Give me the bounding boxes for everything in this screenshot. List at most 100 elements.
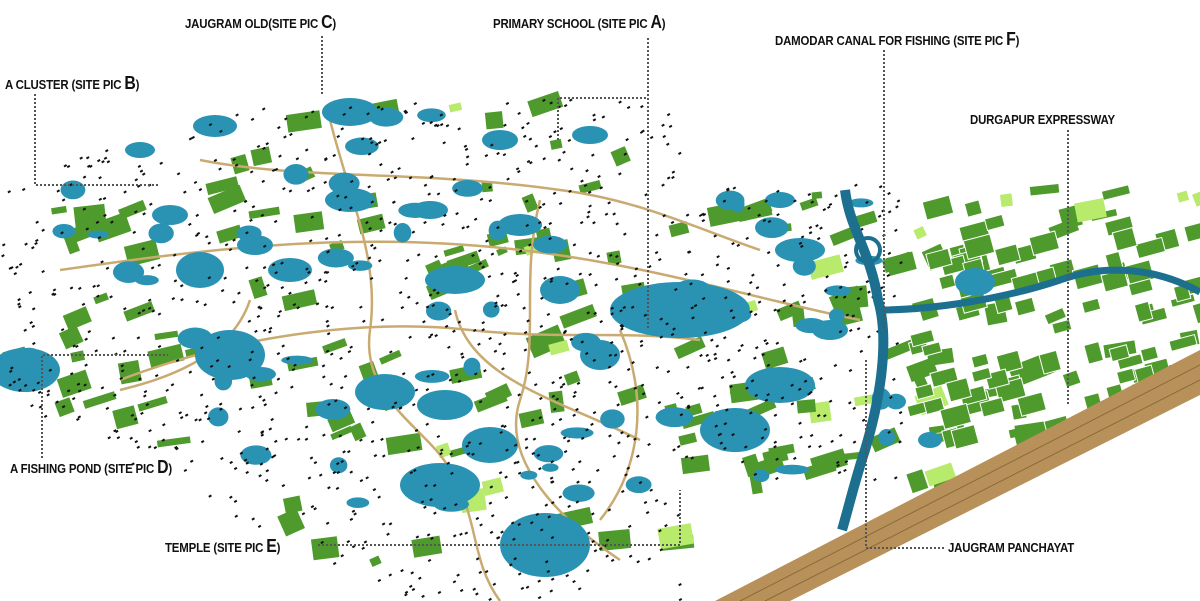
building	[527, 371, 532, 375]
building	[119, 376, 124, 381]
pond	[214, 372, 233, 391]
building	[525, 585, 530, 589]
building	[340, 459, 344, 464]
pond	[355, 374, 415, 410]
pond	[918, 432, 942, 448]
building	[296, 437, 301, 441]
building	[137, 164, 142, 169]
building	[52, 292, 57, 297]
building	[84, 363, 88, 367]
building	[327, 486, 331, 490]
field	[58, 325, 84, 350]
pond	[775, 238, 825, 262]
building	[116, 436, 121, 440]
building	[801, 294, 805, 298]
building	[550, 460, 555, 464]
building	[723, 422, 728, 426]
building	[370, 141, 374, 145]
building	[12, 380, 17, 384]
building	[265, 478, 269, 483]
building	[351, 509, 356, 513]
pond	[315, 398, 351, 420]
building	[561, 382, 566, 387]
building	[426, 374, 430, 378]
building	[311, 186, 315, 190]
building	[737, 348, 742, 353]
field	[527, 91, 564, 118]
building	[627, 524, 632, 528]
pond	[393, 223, 412, 243]
building	[72, 344, 76, 348]
field	[740, 197, 773, 221]
pond	[245, 366, 276, 382]
building	[30, 404, 34, 408]
building	[218, 167, 222, 171]
building	[1, 243, 6, 247]
field	[1183, 220, 1200, 243]
building	[251, 517, 256, 521]
building	[672, 327, 676, 331]
building	[757, 213, 761, 217]
building	[513, 557, 517, 561]
building	[428, 293, 433, 297]
building	[661, 183, 665, 187]
building	[764, 398, 769, 402]
building	[452, 534, 457, 538]
field	[906, 469, 929, 494]
building	[370, 243, 374, 247]
building	[522, 134, 527, 138]
building	[352, 268, 357, 272]
building	[363, 540, 368, 544]
building	[304, 148, 309, 152]
field	[1008, 428, 1021, 439]
building	[638, 481, 643, 485]
building	[684, 272, 688, 276]
field	[123, 301, 155, 322]
building	[551, 422, 555, 426]
building	[442, 141, 446, 145]
building	[288, 189, 293, 193]
building	[31, 388, 36, 392]
pond	[240, 445, 272, 465]
building	[568, 189, 572, 193]
pond	[417, 390, 473, 420]
pond	[433, 496, 469, 512]
building	[750, 379, 755, 383]
pond	[674, 279, 711, 299]
building	[565, 282, 569, 286]
building	[620, 327, 624, 331]
field	[1192, 297, 1200, 324]
building	[265, 142, 269, 146]
building	[306, 189, 311, 193]
building	[97, 236, 102, 240]
building	[722, 336, 727, 340]
building	[614, 277, 619, 281]
building	[655, 366, 660, 370]
field	[995, 349, 1024, 375]
building	[104, 149, 109, 153]
building	[369, 276, 374, 281]
building	[17, 298, 21, 302]
building	[75, 344, 79, 348]
building	[665, 322, 669, 326]
building	[513, 271, 518, 275]
building	[583, 183, 588, 188]
building	[361, 546, 365, 550]
building	[123, 307, 127, 311]
building	[899, 261, 903, 265]
building	[833, 363, 838, 368]
field	[796, 399, 817, 414]
building	[349, 517, 354, 522]
building	[434, 334, 438, 338]
building	[141, 172, 146, 176]
road	[119, 299, 252, 392]
building	[354, 261, 359, 265]
field	[962, 233, 996, 260]
building	[636, 454, 640, 458]
building	[766, 250, 771, 255]
building	[360, 137, 365, 141]
building	[724, 296, 728, 300]
building	[848, 368, 853, 373]
field	[484, 111, 504, 130]
building	[262, 286, 267, 290]
